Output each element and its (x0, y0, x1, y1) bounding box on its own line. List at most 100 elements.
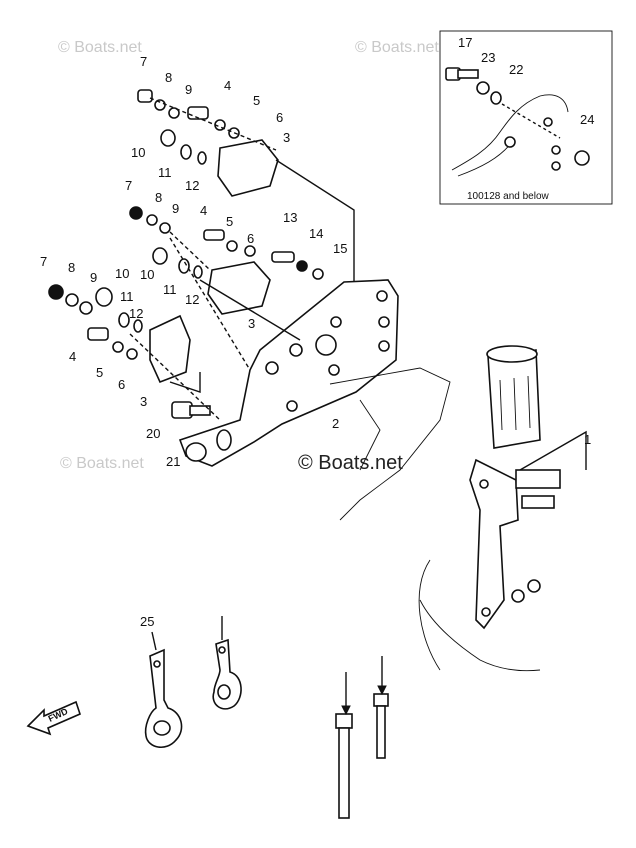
inset-bracket-outline (451, 94, 569, 171)
grip-cylinder (486, 345, 541, 449)
inset-frame (439, 30, 613, 205)
watermark-center: © Boats.net (298, 452, 403, 474)
washer-6-middle (244, 245, 256, 257)
callout-9c: 9 (90, 270, 97, 285)
cable-tie-24 (335, 672, 353, 819)
spacer-10-upper (160, 129, 176, 147)
callout-4c: 4 (69, 349, 76, 364)
lower-fastener-group: 7 8 9 10 10 11 11 12 12 3 4 5 6 3 (40, 247, 271, 409)
callout-21: 21 (166, 454, 180, 469)
washer-9-lower (79, 301, 93, 315)
callout-10: 10 (131, 145, 145, 160)
callout-12: 12 (185, 178, 199, 193)
block-3-lower (149, 314, 191, 384)
washer-15 (312, 268, 324, 280)
bracket-1: 1 (469, 430, 591, 630)
bracket-plate-2: 2 (178, 279, 399, 467)
block-3-upper (217, 139, 279, 197)
washer-12-mid (193, 265, 203, 279)
nut-7-lower (48, 284, 64, 300)
bolt-13 (271, 251, 295, 263)
callout-6c: 6 (118, 377, 125, 392)
callout-11: 11 (158, 165, 172, 180)
block-3-middle (207, 261, 271, 315)
callout-18: 23 (481, 50, 495, 65)
fwd-arrow: FWD (26, 700, 81, 736)
washer-8-middle (146, 214, 158, 226)
nut-7-upper (137, 89, 153, 103)
callout-10c: 10 (140, 267, 154, 282)
bolt-20-head (171, 401, 193, 419)
inset-bolt-16 (445, 67, 479, 81)
callout-13: 13 (283, 210, 297, 225)
washer-5-lower (112, 341, 124, 353)
cable-tie-25 (373, 656, 389, 759)
callout-8c: 8 (68, 260, 75, 275)
callout-3: 3 (283, 130, 290, 145)
callout-10b: 10 (115, 266, 129, 281)
inset-washer-18 (476, 81, 490, 95)
callout-8: 8 (165, 70, 172, 85)
inset-caption: 100128 and below (467, 191, 550, 202)
washer-11-lower (118, 312, 130, 328)
washer-12-upper (197, 151, 207, 165)
spacer-10-lower (95, 287, 113, 307)
washer-12-lower (133, 319, 143, 333)
callout-3b: 3 (248, 316, 255, 331)
washer-6-upper (228, 127, 240, 139)
callout-5c: 5 (96, 365, 103, 380)
callout-7b: 7 (125, 178, 132, 193)
leader-lines (129, 237, 301, 421)
callout-3c: 3 (140, 394, 147, 409)
callout-17: 24 (580, 112, 594, 127)
callout-15: 15 (333, 241, 347, 256)
leader-3-upper (275, 159, 355, 290)
engine-outline (329, 367, 451, 521)
washer-11-upper (180, 144, 192, 160)
washer-9-middle (159, 222, 171, 234)
clamp-23: 25 (140, 614, 183, 748)
washer-11-mid (178, 258, 190, 274)
inset-washer-19 (490, 91, 502, 105)
middle-fastener-group: 7 8 9 4 5 6 13 14 15 (125, 178, 347, 280)
washer-14 (296, 260, 308, 272)
callout-6b: 6 (247, 231, 254, 246)
bolt-20-shank (189, 405, 211, 416)
callout-1: 1 (584, 432, 591, 447)
bolt-4-lower (87, 327, 109, 341)
callout-11b: 11 (120, 289, 134, 304)
upper-fastener-group: 7 8 9 4 5 6 3 10 11 12 (131, 54, 355, 290)
watermark-mid-left: © Boats.net (60, 455, 144, 472)
callout-2: 2 (332, 416, 339, 431)
callout-9b: 9 (172, 201, 179, 216)
spacer-10-mid (152, 247, 168, 265)
callout-11c: 11 (163, 282, 177, 297)
bracket-1-clamp (515, 469, 561, 489)
watermark-top-right: © Boats.net (355, 39, 439, 56)
bolt-20-group: 20 21 (146, 401, 232, 469)
bolt-4-upper (187, 106, 209, 120)
callout-6: 6 (276, 110, 283, 125)
washer-5-middle (226, 240, 238, 252)
washer-6-lower (126, 348, 138, 360)
callout-12b: 12 (129, 306, 143, 321)
callout-4b: 4 (200, 203, 207, 218)
inset-nut-17 (574, 150, 590, 166)
callout-23: 25 (140, 614, 154, 629)
washer-21 (216, 429, 232, 451)
callout-5b: 5 (226, 214, 233, 229)
callout-4: 4 (224, 78, 231, 93)
callout-16: 17 (458, 35, 472, 50)
callout-9: 9 (185, 82, 192, 97)
callout-7: 7 (140, 54, 147, 69)
callout-7c: 7 (40, 254, 47, 269)
washer-8-upper (154, 99, 166, 111)
watermark-top-left: © Boats.net (58, 39, 142, 56)
clamp-22 (212, 616, 242, 710)
nut-7-middle (129, 206, 143, 220)
callout-14: 14 (309, 226, 323, 241)
callout-19: 22 (509, 62, 523, 77)
bolt-4-middle (203, 229, 225, 241)
inset-hole (504, 136, 516, 148)
